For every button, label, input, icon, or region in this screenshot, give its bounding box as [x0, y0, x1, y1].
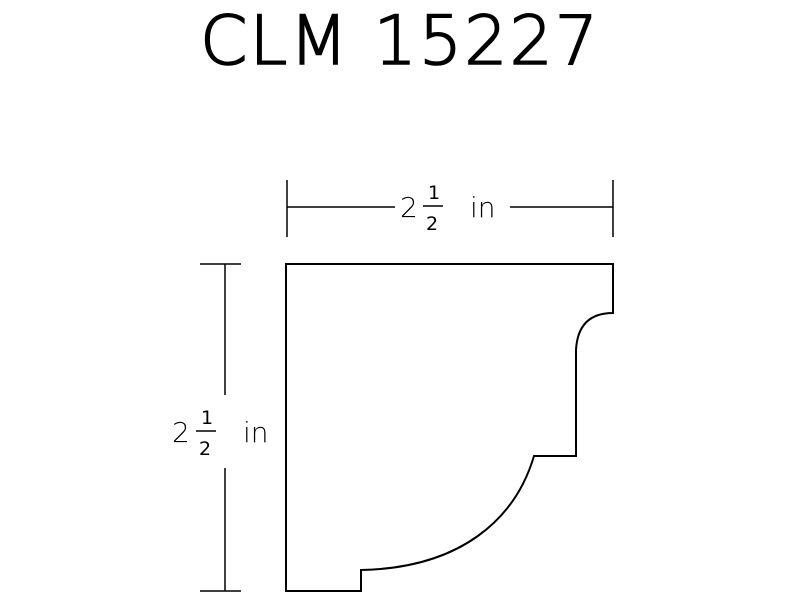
height-unit: in	[243, 416, 269, 449]
width-unit: in	[470, 191, 496, 224]
drawing-title: CLM 15227	[200, 2, 600, 81]
height-denominator: 2	[199, 438, 211, 460]
width-numerator: 1	[428, 182, 440, 204]
width-whole: 2	[400, 191, 418, 224]
width-dimension: 2 1 2 in	[286, 180, 614, 237]
height-whole: 2	[172, 416, 190, 449]
height-numerator: 1	[201, 407, 213, 429]
height-dimension: 2 1 2 in	[172, 263, 269, 592]
width-denominator: 2	[426, 213, 438, 235]
molding-profile	[285, 263, 614, 592]
